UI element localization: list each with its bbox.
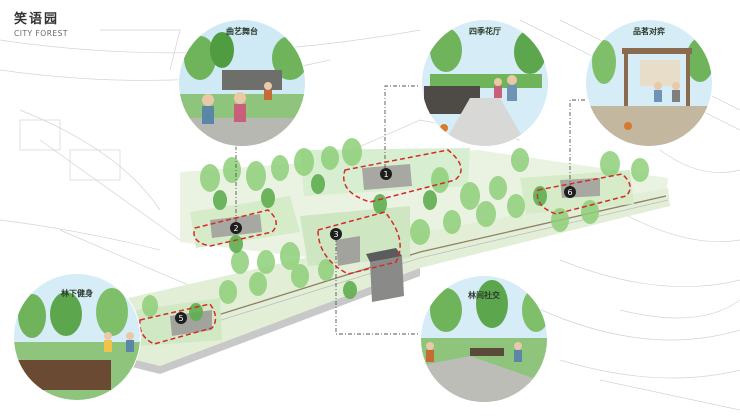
leader-lines bbox=[235, 85, 586, 335]
leader-line-zone-6 bbox=[569, 99, 586, 188]
vignette-forest-social: 林间社交 bbox=[420, 275, 548, 403]
vignette-fitness: 林下健身 bbox=[13, 273, 141, 401]
svg-text:3: 3 bbox=[333, 230, 338, 239]
svg-text:2: 2 bbox=[233, 224, 238, 233]
zone-marker-6: 6 bbox=[564, 186, 576, 198]
vignette-opera-stage: 曲艺舞台 bbox=[178, 19, 306, 147]
vignette-tea-chess: 品茗对弈 bbox=[585, 19, 713, 147]
vignette-four-seasons-hall: 四季花厅 bbox=[421, 19, 549, 147]
svg-text:5: 5 bbox=[178, 314, 183, 323]
vignette-label-opera-stage: 曲艺舞台 bbox=[226, 26, 258, 36]
page-subtitle: CITY FOREST bbox=[14, 29, 69, 38]
site-trees bbox=[119, 138, 649, 332]
zone-marker-2: 2 bbox=[230, 222, 242, 234]
svg-text:6: 6 bbox=[567, 188, 572, 197]
vignette-label-tea-chess: 品茗对弈 bbox=[633, 26, 665, 36]
title-block: 笑语园 CITY FOREST bbox=[14, 8, 68, 38]
zone-marker-3: 3 bbox=[330, 228, 342, 240]
zone-6-outline bbox=[536, 173, 631, 215]
zone-3-outline bbox=[317, 211, 401, 275]
page-title: 笑语园 bbox=[14, 12, 60, 27]
vignette-label-forest-social: 林间社交 bbox=[468, 290, 500, 300]
zone-5-outline bbox=[139, 303, 217, 345]
zone-1-outline bbox=[343, 149, 462, 203]
vignette-label-four-seasons-hall: 四季花厅 bbox=[469, 26, 501, 36]
zone-2-outline bbox=[193, 209, 277, 247]
zone-marker-5: 5 bbox=[175, 312, 187, 324]
vignette-label-fitness: 林下健身 bbox=[61, 288, 93, 298]
svg-text:1: 1 bbox=[383, 170, 388, 179]
leader-line-zone-3 bbox=[335, 238, 420, 335]
zone-highlights bbox=[139, 149, 631, 345]
leader-line-zone-1 bbox=[384, 85, 420, 168]
zone-markers: 1 2 3 5 6 bbox=[175, 168, 576, 324]
zone-marker-1: 1 bbox=[380, 168, 392, 180]
